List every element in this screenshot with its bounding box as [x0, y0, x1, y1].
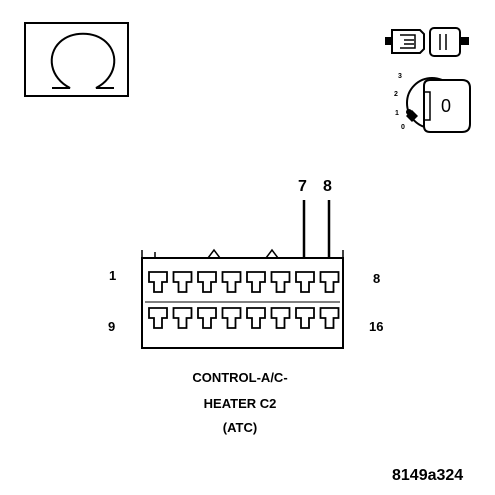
terminal-cavities: [148, 271, 340, 329]
terminal-cavity-14: [270, 307, 291, 329]
disconnected-connector-icon: [385, 27, 469, 57]
ohmmeter-icon: [24, 22, 129, 97]
pin-number-16: 16: [369, 319, 384, 334]
pin-number-9: 9: [108, 319, 116, 334]
callout-label-pin-7: 7: [298, 178, 307, 195]
terminal-cavity-6: [270, 271, 291, 293]
figure-id: 8149a324: [392, 467, 464, 484]
pin-number-8: 8: [373, 271, 381, 286]
connector-body: [141, 248, 344, 349]
key-position-3: 3: [398, 73, 402, 80]
terminal-cavity-8: [319, 271, 340, 293]
terminal-cavity-10: [172, 307, 193, 329]
terminal-cavity-7: [295, 271, 315, 293]
ignition-key-icon: [406, 77, 471, 133]
key-current-position: 0: [441, 96, 452, 116]
key-position-1: 1: [395, 110, 399, 117]
terminal-cavity-12: [221, 307, 242, 329]
connector-caption-line-2: HEATER C2: [203, 396, 277, 411]
connector-caption-line-3: (ATC): [222, 420, 258, 435]
key-position-2: 2: [394, 91, 398, 98]
terminal-cavity-15: [295, 307, 315, 329]
terminal-cavity-11: [197, 307, 217, 329]
callout-label-pin-8: 8: [323, 178, 332, 195]
terminal-cavity-2: [172, 271, 193, 293]
terminal-cavity-9: [148, 307, 168, 329]
terminal-cavity-13: [246, 307, 266, 329]
pin-number-1: 1: [109, 268, 117, 283]
terminal-cavity-16: [319, 307, 340, 329]
terminal-cavity-3: [197, 271, 217, 293]
connector-caption-line-1: CONTROL-A/C-: [192, 370, 288, 385]
terminal-cavity-1: [148, 271, 168, 293]
terminal-cavity-4: [221, 271, 242, 293]
terminal-cavity-5: [246, 271, 266, 293]
key-position-0: 0: [401, 124, 405, 131]
